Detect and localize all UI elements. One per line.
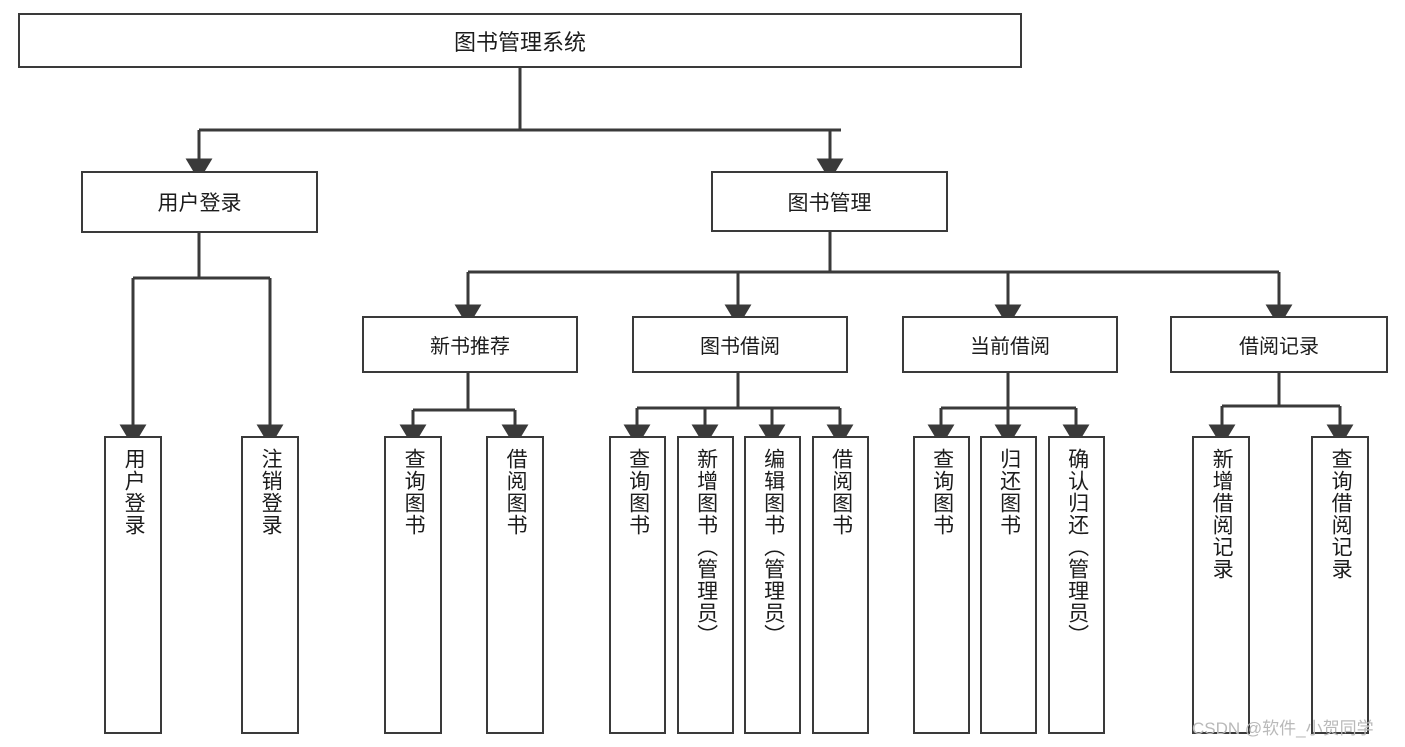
leaf-query-borrow-record-label: 查询借阅记录 (1329, 448, 1353, 580)
leaf-borrow-book[interactable]: 借阅图书 (812, 436, 869, 734)
node-book-management[interactable]: 图书管理 (711, 171, 948, 232)
node-borrow-record-label: 借阅记录 (1239, 336, 1319, 358)
node-root-label: 图书管理系统 (453, 29, 586, 55)
leaf-query-book-current-label: 查询图书 (930, 448, 954, 536)
leaf-return-book[interactable]: 归还图书 (980, 436, 1037, 734)
node-user-login-label: 用户登录 (157, 192, 242, 215)
node-user-login[interactable]: 用户登录 (81, 171, 318, 233)
csdn-watermark: CSDN @软件_小贺同学 (1192, 719, 1374, 738)
leaf-add-book-admin[interactable]: 新增图书（管理员） (677, 436, 734, 734)
leaf-return-book-label: 归还图书 (997, 448, 1021, 536)
leaf-add-borrow-record[interactable]: 新增借阅记录 (1192, 436, 1250, 734)
node-borrow-record[interactable]: 借阅记录 (1170, 316, 1388, 373)
leaf-query-book-recommend[interactable]: 查询图书 (384, 436, 442, 734)
node-current-borrow-label: 当前借阅 (970, 336, 1050, 358)
leaf-logout[interactable]: 注销登录 (241, 436, 299, 734)
leaf-confirm-return-admin-label: 确认归还（管理员） (1065, 448, 1089, 646)
leaf-add-borrow-record-label: 新增借阅记录 (1210, 448, 1234, 580)
node-book-borrow[interactable]: 图书借阅 (632, 316, 848, 373)
leaf-logout-label: 注销登录 (259, 448, 283, 536)
node-book-borrow-label: 图书借阅 (700, 336, 780, 358)
leaf-query-book-borrow[interactable]: 查询图书 (609, 436, 666, 734)
leaf-borrow-book-recommend-label: 借阅图书 (504, 448, 528, 536)
node-book-management-label: 图书管理 (787, 191, 872, 215)
leaf-edit-book-admin[interactable]: 编辑图书（管理员） (744, 436, 801, 734)
node-new-book-recommend-label: 新书推荐 (430, 336, 510, 358)
leaf-user-login-label: 用户登录 (122, 448, 146, 536)
node-root[interactable]: 图书管理系统 (18, 13, 1022, 68)
leaf-edit-book-admin-label: 编辑图书（管理员） (761, 448, 785, 646)
leaf-query-book-recommend-label: 查询图书 (402, 448, 426, 536)
leaf-query-book-borrow-label: 查询图书 (626, 448, 650, 536)
leaf-borrow-book-label: 借阅图书 (829, 448, 853, 536)
node-current-borrow[interactable]: 当前借阅 (902, 316, 1118, 373)
leaf-add-book-admin-label: 新增图书（管理员） (694, 448, 718, 646)
leaf-confirm-return-admin[interactable]: 确认归还（管理员） (1048, 436, 1105, 734)
node-new-book-recommend[interactable]: 新书推荐 (362, 316, 578, 373)
leaf-query-book-current[interactable]: 查询图书 (913, 436, 970, 734)
leaf-borrow-book-recommend[interactable]: 借阅图书 (486, 436, 544, 734)
leaf-query-borrow-record[interactable]: 查询借阅记录 (1311, 436, 1369, 734)
leaf-user-login[interactable]: 用户登录 (104, 436, 162, 734)
